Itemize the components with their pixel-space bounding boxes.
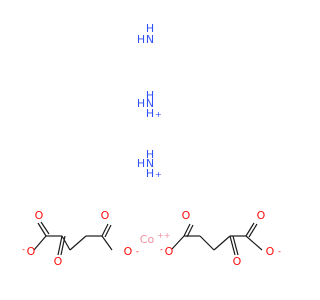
ammonium-1-hydrogen-left: H xyxy=(137,97,145,110)
bond-r-c5-o-minus xyxy=(245,235,263,251)
ammonium-1-hydrogen-bottom: H xyxy=(146,107,154,120)
left-oxygen-charge-2: - xyxy=(136,247,139,256)
ammonium-1-hydrogen-top: H xyxy=(146,89,154,102)
bond-c1-o-minus xyxy=(33,235,47,251)
bond-c1-o-double-2 xyxy=(40,221,50,235)
bond-c2-o xyxy=(57,235,63,256)
ammonium-molecule-2: H H N H + xyxy=(137,148,162,180)
bond-c2-o-double xyxy=(60,235,66,256)
bond-r-c4-o xyxy=(229,235,236,256)
ammonium-1-nitrogen: N xyxy=(146,97,154,110)
bond-r-c4-o-double xyxy=(232,235,239,256)
ammonia-hydrogen: H xyxy=(146,22,154,35)
bond-r-c1-o-double xyxy=(183,223,191,237)
right-oxygen-charge: - xyxy=(160,245,163,254)
bond-c1-o-double xyxy=(37,222,47,237)
left-keto-oxygen: O xyxy=(54,255,63,268)
bond-c5-o-double-2 xyxy=(104,224,112,238)
bond-r-c5-o-double xyxy=(245,222,255,237)
bond-r-c3-c4 xyxy=(213,235,231,251)
ammonium-2-hydrogen-bottom: H xyxy=(146,167,154,180)
right-keto-oxygen: O xyxy=(233,255,242,268)
bond-r-c2-c3 xyxy=(199,235,215,251)
left-oxygen-minus-2: O xyxy=(124,245,133,258)
bond-r-c1-o-minus xyxy=(171,235,185,250)
right-oxygen-minus: O xyxy=(165,245,174,258)
right-oxygen-1: O xyxy=(182,209,191,222)
bond-c2-c3 xyxy=(61,235,71,251)
ammonium-2-charge: + xyxy=(155,170,162,179)
bond-c5-o-double xyxy=(101,223,109,237)
cobalt-ion: Co ++ xyxy=(140,231,171,246)
ammonium-molecule-1: H H N H + xyxy=(137,89,162,120)
bond-r-c5-o-double-2 xyxy=(248,223,258,238)
bond-r-c1-o-double-2 xyxy=(186,224,194,238)
left-oxygen-1: O xyxy=(35,209,44,222)
right-oxygen-2: O xyxy=(257,209,266,222)
ammonia-hydrogen-left: H xyxy=(137,33,145,46)
oxoglutarate-left: O O - O O O - xyxy=(22,209,139,268)
ammonium-2-nitrogen: N xyxy=(146,157,154,170)
bond-c3-c4 xyxy=(69,235,87,251)
ammonium-2-hydrogen-top: H xyxy=(146,148,154,161)
ammonia-nitrogen: N xyxy=(146,33,154,46)
left-oxygen-charge: - xyxy=(22,245,25,254)
oxoglutarate-right: O - O O O O - xyxy=(160,209,281,268)
right-oxygen-charge-2: - xyxy=(278,247,281,256)
left-oxygen-minus: O xyxy=(27,245,36,258)
bond-c5-o-minus xyxy=(101,235,113,251)
ammonium-1-charge: + xyxy=(155,110,162,119)
structure-svg: H H N H H N H + H H N H + O O - O xyxy=(22,22,281,268)
ammonium-2-hydrogen-left: H xyxy=(137,157,145,170)
cobalt-symbol: Co xyxy=(140,233,155,246)
left-oxygen-2: O xyxy=(101,209,110,222)
cobalt-charge: ++ xyxy=(157,231,170,240)
ammonia-molecule: H H N xyxy=(137,22,154,46)
structure-canvas: H H N H H N H + H H N H + O O - O xyxy=(22,22,281,268)
right-oxygen-minus-2: O xyxy=(266,245,275,258)
